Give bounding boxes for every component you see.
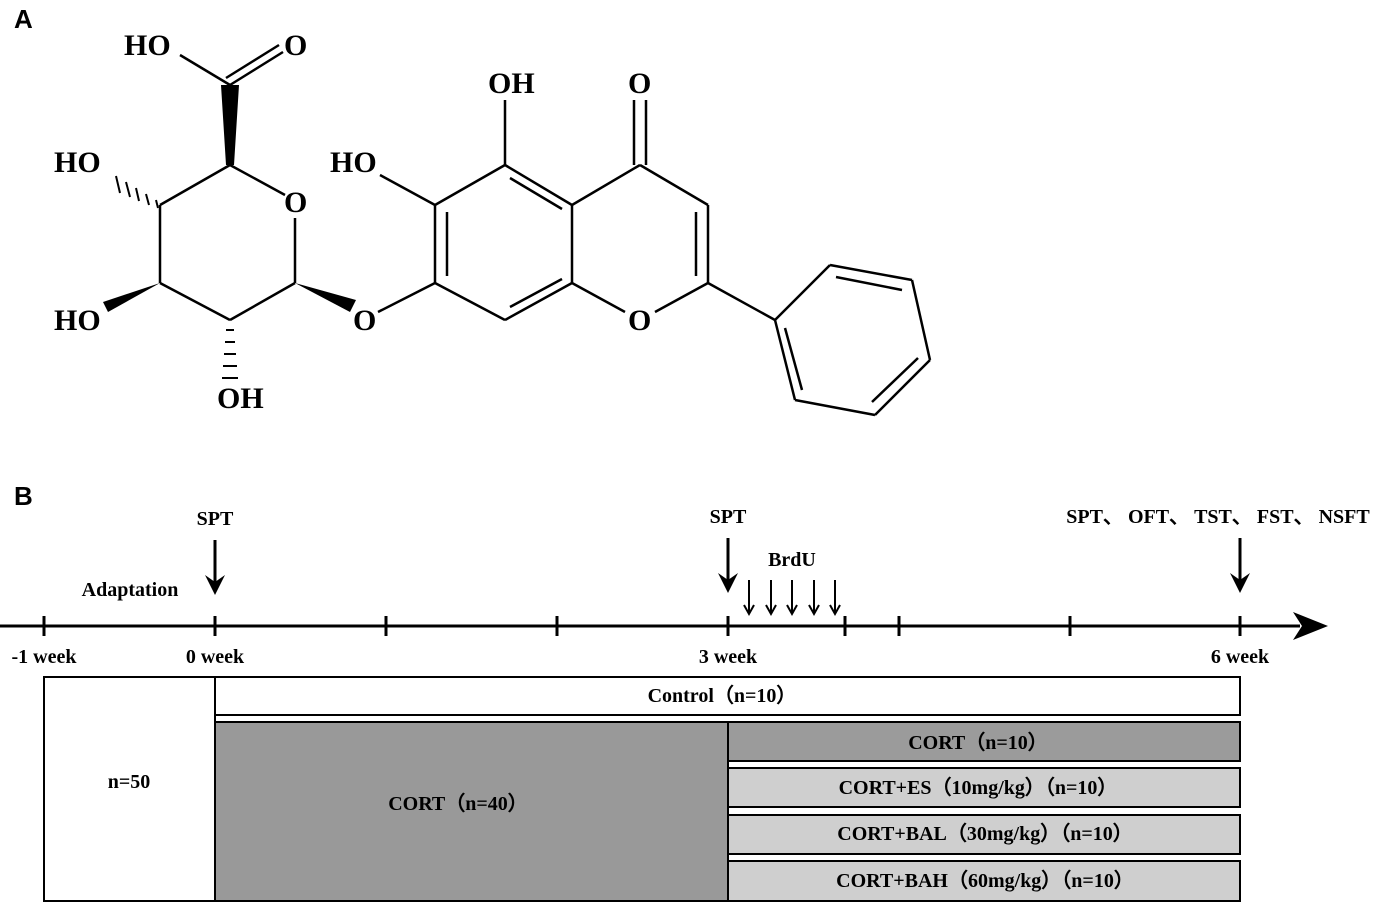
ring-bond — [504, 163, 573, 207]
phenyl-bond — [773, 319, 797, 401]
atom-label: HO — [54, 304, 101, 337]
group-label-bal: CORT+BAL（30mg/kg）（n=10） — [837, 822, 1132, 845]
sugar-bond — [159, 281, 231, 322]
phenyl-bond — [829, 263, 913, 282]
cooh-double-bond — [225, 43, 280, 80]
ring-bond — [504, 281, 573, 322]
ring-bond — [571, 281, 626, 314]
adaptation-box — [43, 676, 216, 902]
ring-bond — [434, 163, 506, 207]
wedge-bond — [221, 85, 239, 165]
spt-label-week0: SPT — [197, 508, 234, 530]
chemical-structure — [158, 43, 932, 417]
bal-box — [727, 814, 1241, 855]
hash-bond — [115, 175, 121, 194]
hash-bond — [155, 199, 159, 209]
brdu-label: BrdU — [768, 549, 816, 571]
group-label-cort10: CORT（n=10） — [908, 731, 1048, 754]
atom-label: O — [284, 29, 307, 62]
timeline: -1 week 0 week 3 week 6 week Adaptation … — [0, 506, 1370, 668]
group-label-bah: CORT+BAH（60mg/kg）（n=10） — [836, 869, 1134, 892]
ring-bond — [654, 281, 709, 314]
tick-label-0: 0 week — [186, 646, 245, 668]
phenyl-bond — [774, 264, 831, 321]
brdu-arrows — [743, 580, 841, 617]
arrow-down-icon — [829, 580, 841, 617]
atom-label: HO — [330, 146, 377, 179]
cort40-box — [214, 721, 729, 902]
phenyl-bond — [874, 359, 931, 416]
ring-bond — [434, 281, 506, 322]
cooh-double-bond — [229, 50, 284, 87]
arrow-down-icon — [718, 538, 738, 593]
group-label-n50: n=50 — [108, 771, 151, 793]
atom-labels: HO O HO O HO OH O HO OH O O — [54, 29, 651, 415]
group-label-es: CORT+ES（10mg/kg）（n=10） — [839, 776, 1118, 799]
control-box — [214, 676, 1241, 716]
phenyl-bond-inner — [871, 357, 919, 403]
atom-label: O — [628, 304, 651, 337]
arrow-down-icon — [765, 580, 777, 617]
arrow-down-icon — [1230, 538, 1250, 593]
phenyl-bond — [910, 279, 932, 361]
final-tests-label: SPT、 OFT、 TST、 FST、 NSFT — [1066, 506, 1370, 528]
atom-label: HO — [54, 146, 101, 179]
group-label-cort40: CORT（n=40） — [388, 792, 528, 815]
wedge-bond — [295, 283, 356, 312]
atom-label: O — [353, 304, 376, 337]
bah-box — [727, 860, 1241, 902]
phenyl-bond — [707, 281, 776, 322]
sugar-bond — [229, 163, 286, 197]
arrow-down-icon — [786, 580, 798, 617]
panel-label-a: A — [14, 4, 33, 34]
phenyl-bond — [794, 398, 876, 417]
wedge-bond — [103, 283, 160, 312]
timeline-ticks — [42, 616, 1242, 636]
es-box — [727, 767, 1241, 808]
adaptation-label: Adaptation — [82, 579, 179, 601]
atom-label: O — [284, 186, 307, 219]
hash-bond — [135, 187, 140, 202]
o7-bond — [377, 281, 436, 314]
arrow-down-icon — [808, 580, 820, 617]
spt-label-week3: SPT — [710, 506, 747, 528]
group-label-control: Control（n=10） — [648, 684, 797, 707]
timeline-arrowhead — [1293, 612, 1328, 640]
oh6-bond — [379, 173, 436, 207]
group-labels: n=50 Control（n=10） CORT（n=40） CORT（n=10）… — [108, 684, 1134, 892]
ring-bond-inner — [509, 176, 563, 211]
stereo-bonds — [103, 85, 356, 312]
ring-bond-inner — [509, 277, 563, 309]
hash-bonds — [115, 175, 238, 379]
hash-bond — [145, 193, 150, 206]
sugar-bond — [229, 281, 296, 322]
phenyl-bond-inner — [835, 275, 903, 292]
ring-bond — [639, 163, 709, 207]
tick-label-minus1: -1 week — [12, 646, 78, 668]
arrow-down-icon — [205, 540, 225, 595]
atom-label: O — [628, 67, 651, 100]
arrow-down-icon — [743, 580, 755, 617]
atom-label: HO — [124, 29, 171, 62]
sugar-bond — [159, 163, 231, 207]
cooh-bond — [179, 53, 231, 87]
group-boxes — [43, 676, 1241, 902]
panel-label-b: B — [14, 481, 33, 511]
tick-label-3: 3 week — [699, 646, 758, 668]
cort10-box — [727, 721, 1241, 762]
tick-label-6: 6 week — [1211, 646, 1270, 668]
atom-label: OH — [488, 67, 535, 100]
ring-bond — [571, 163, 641, 207]
hash-bond — [125, 181, 131, 198]
phenyl-bond-inner — [783, 327, 804, 391]
atom-label: OH — [217, 382, 264, 415]
